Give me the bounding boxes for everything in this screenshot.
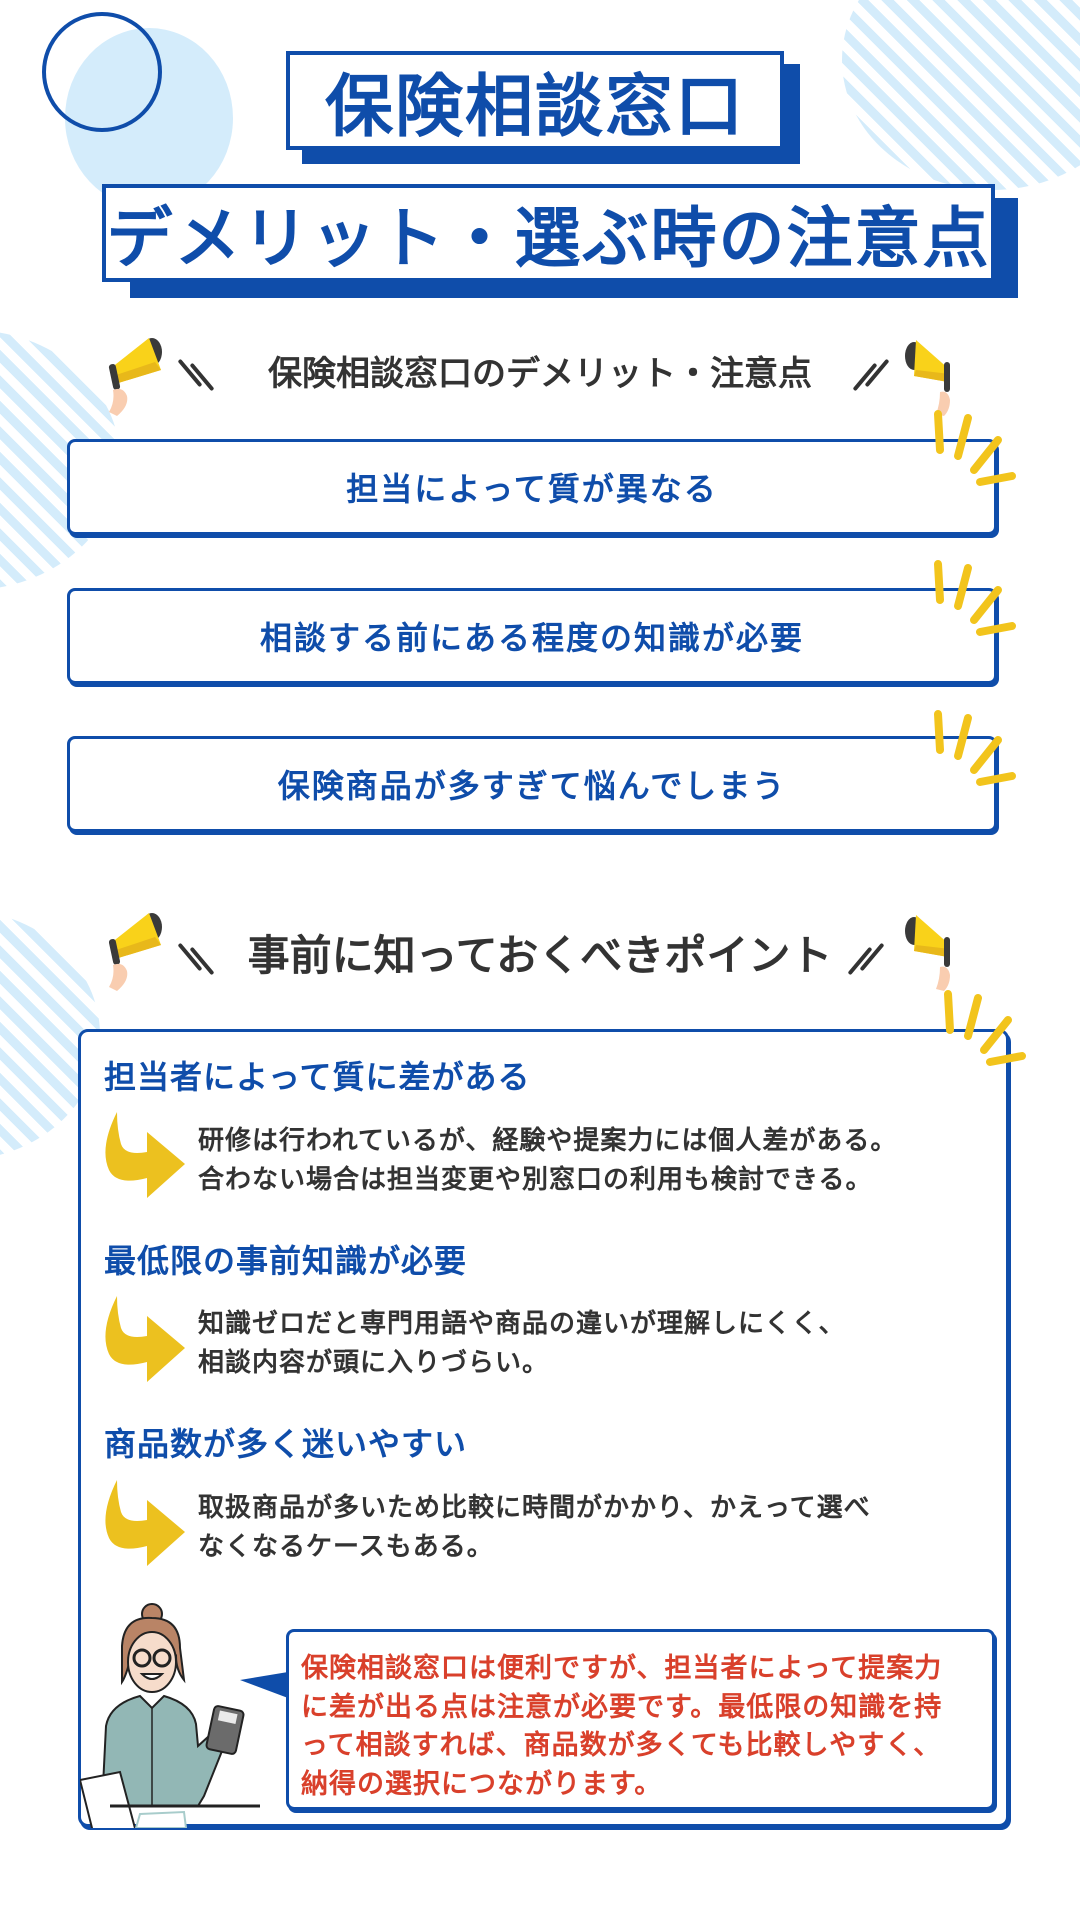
point-description: 研修は行われているが、経験や提案力には個人差がある。 合わない場合は担当変更や別… bbox=[198, 1126, 898, 1195]
decorative-ring bbox=[42, 12, 162, 132]
demerit-item: 保険商品が多すぎて悩んでしまう bbox=[67, 736, 997, 832]
speech-line: 納得の選択につながります。 bbox=[301, 1768, 663, 1800]
section-heading-points: 事前に知っておくべきポイント bbox=[247, 931, 833, 980]
demerit-item: 担当によって質が異なる bbox=[67, 439, 997, 535]
slash-decoration-right bbox=[852, 358, 895, 396]
sparkle-lines-icon bbox=[944, 990, 1026, 1066]
slash-decoration-right bbox=[847, 942, 890, 980]
point-description: 取扱商品が多いため比較に時間がかかり、かえって選べ なくなるケースもある。 bbox=[198, 1493, 871, 1562]
speech-bubble: 保険相談窓口は便利ですが、担当者によって提案力 に差が出る点は注意が必要です。最… bbox=[286, 1629, 995, 1810]
sparkle-lines-icon bbox=[934, 710, 1016, 786]
point-description: 知識ゼロだと専門用語や商品の違いが理解しにくく、 相談内容が頭に入りづらい。 bbox=[198, 1309, 846, 1378]
megaphone-icon bbox=[905, 915, 950, 991]
speech-bubble-tail bbox=[240, 1672, 288, 1698]
sparkle-lines-icon bbox=[934, 560, 1016, 636]
demerit-item: 相談する前にある程度の知識が必要 bbox=[67, 588, 997, 684]
megaphone-icon bbox=[905, 340, 950, 416]
demerit-label: 保険商品が多すぎて悩んでしまう bbox=[277, 767, 787, 805]
point-title: 最低限の事前知識が必要 bbox=[104, 1242, 468, 1280]
woman-with-calculator-illustration bbox=[80, 1603, 260, 1828]
curved-arrow-right-icon bbox=[105, 1296, 185, 1382]
point-title: 担当者によって質に差がある bbox=[104, 1058, 531, 1096]
demerit-label: 相談する前にある程度の知識が必要 bbox=[259, 619, 804, 657]
curved-arrow-right-icon bbox=[105, 1112, 185, 1198]
speech-line: って相談すれば、商品数が多くても比較しやすく、 bbox=[301, 1730, 942, 1761]
section-heading-demerits: 保険相談窓口のデメリット・注意点 bbox=[268, 354, 812, 394]
megaphone-icon bbox=[108, 338, 162, 416]
page-subtitle: デメリット・選ぶ時の注意点 bbox=[102, 184, 995, 282]
speech-line: に差が出る点は注意が必要です。最低限の知識を持 bbox=[301, 1691, 943, 1723]
sparkle-lines-icon bbox=[934, 410, 1016, 486]
demerit-label: 担当によって質が異なる bbox=[346, 470, 718, 508]
page-title: 保険相談窓口 bbox=[286, 51, 784, 150]
megaphone-icon bbox=[108, 913, 162, 991]
decorative-stripes bbox=[842, 0, 1080, 190]
speech-line: 保険相談窓口は便利ですが、担当者によって提案力 bbox=[301, 1653, 943, 1684]
point-title: 商品数が多く迷いやすい bbox=[104, 1425, 468, 1463]
curved-arrow-right-icon bbox=[105, 1480, 185, 1566]
